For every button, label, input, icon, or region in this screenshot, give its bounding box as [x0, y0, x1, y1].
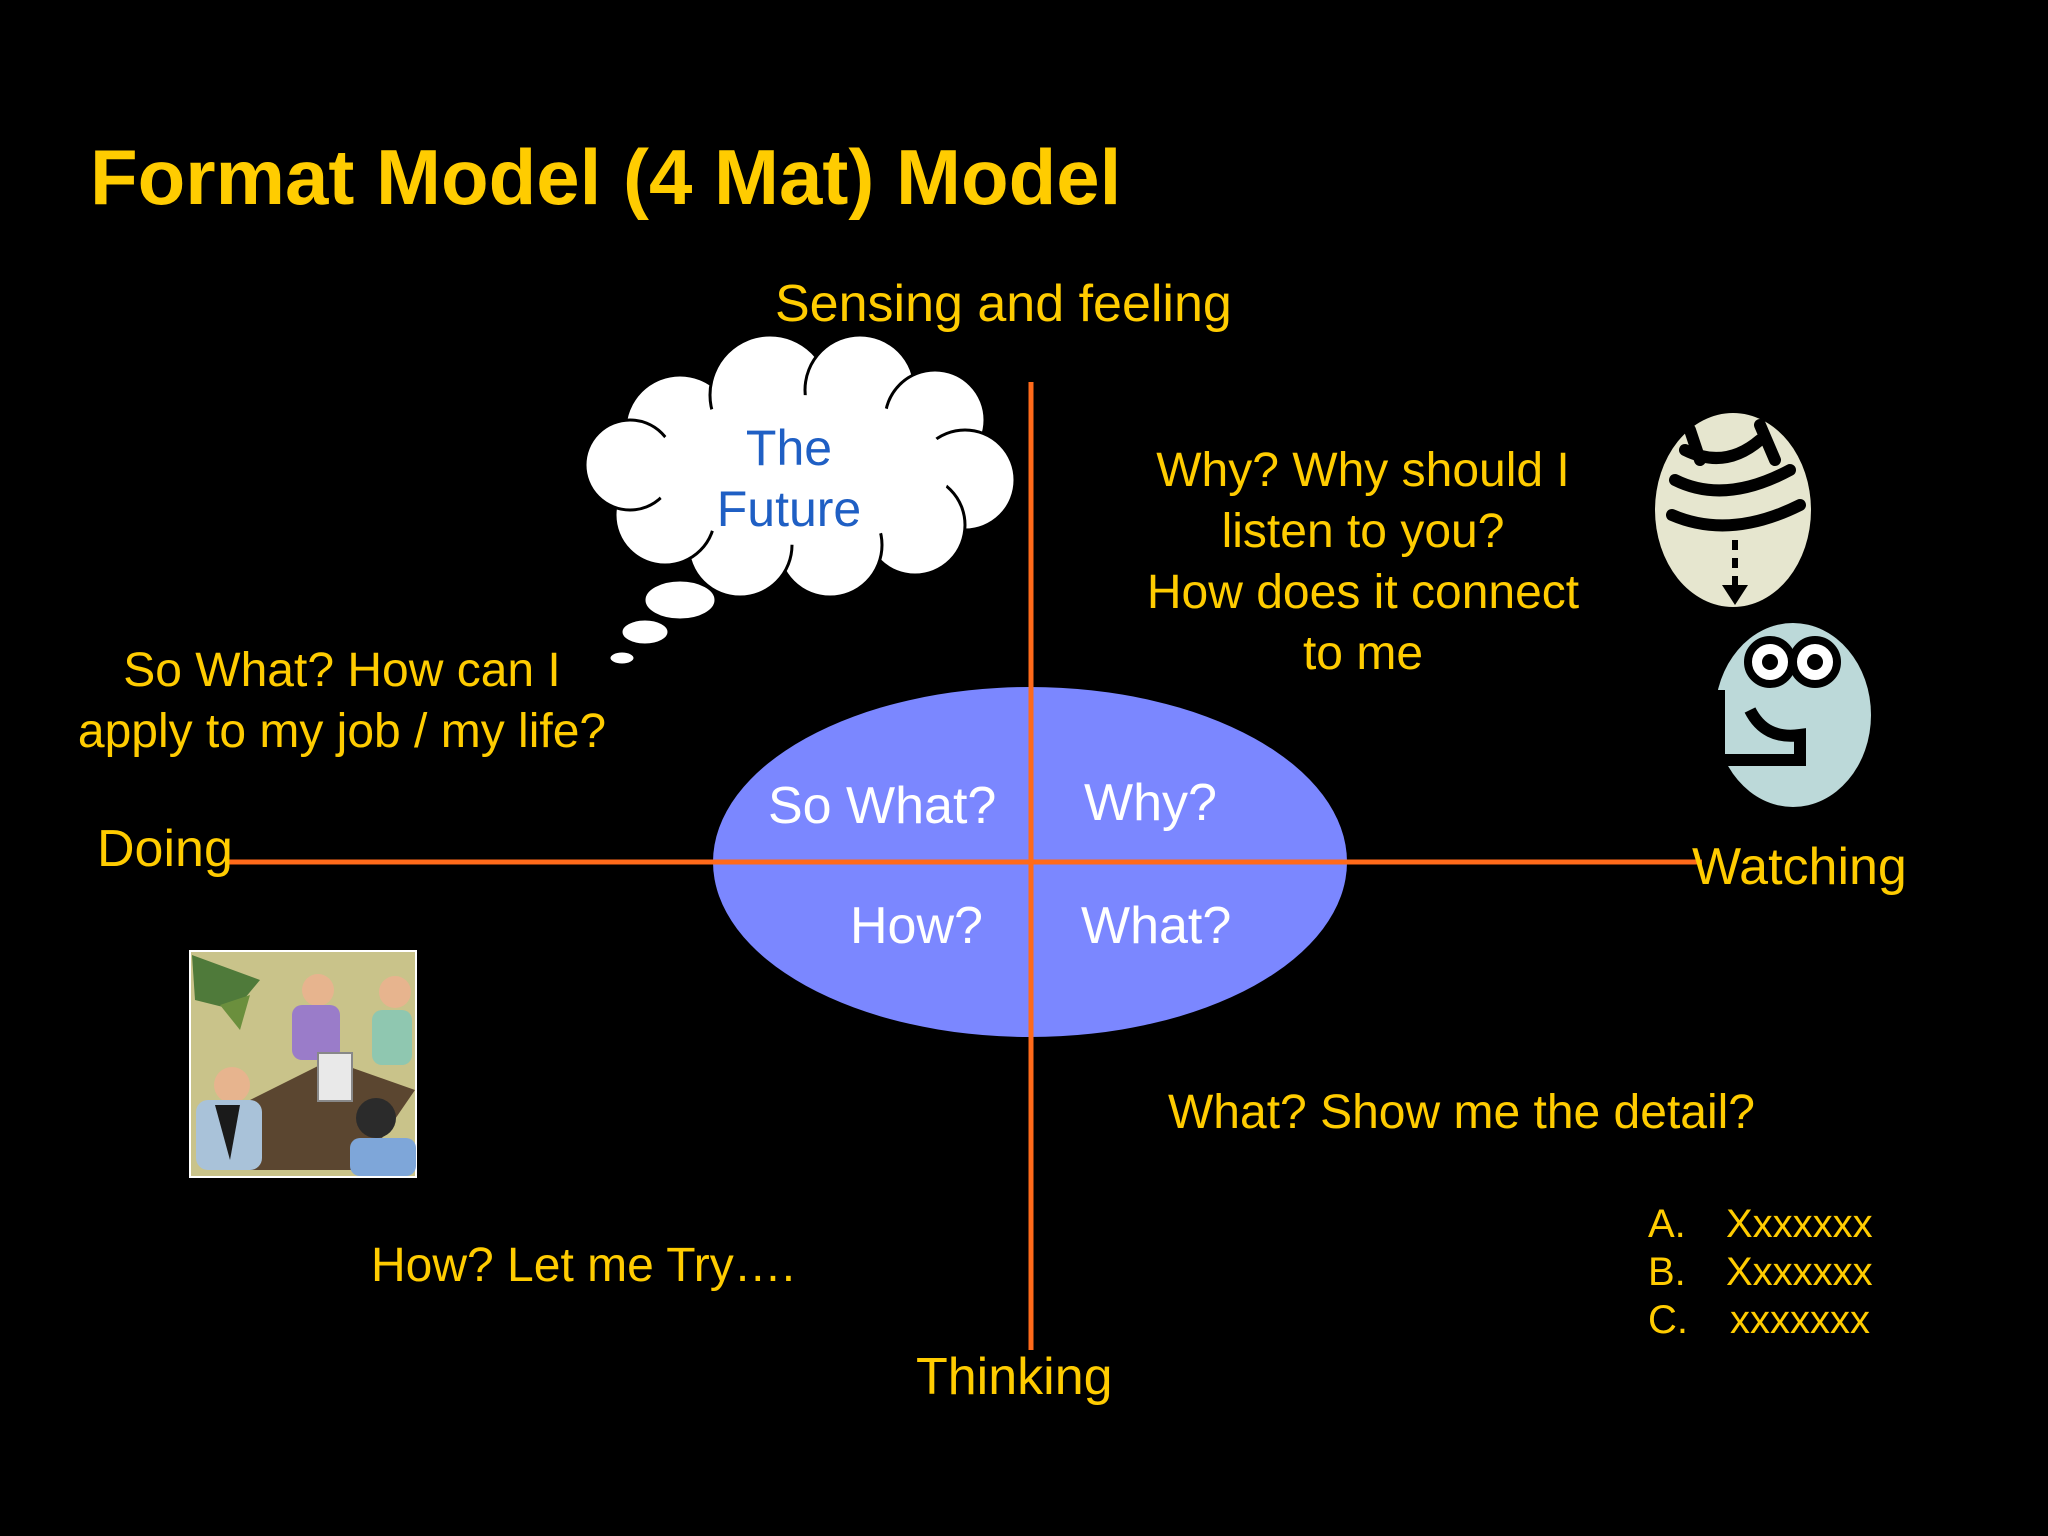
so-what-text-line: So What? How can I	[123, 644, 561, 697]
list-item-text: Xxxxxxx	[1726, 1202, 1873, 1246]
ellipse-label-what: What?	[1081, 897, 1232, 955]
watching-head-icon	[1655, 413, 1871, 807]
why-text-line: to me	[1302, 627, 1424, 680]
list-item-letter: A.	[1648, 1202, 1686, 1246]
axis-label-right: Watching	[1692, 838, 1907, 896]
why-quadrant-text: Why? Why should I listen to you? How doe…	[1120, 440, 1606, 684]
axis-label-left: Doing	[97, 820, 233, 878]
cloud-text-line: Future	[716, 481, 862, 537]
list-item-text: Xxxxxxx	[1726, 1250, 1873, 1294]
list-item-letter: B.	[1648, 1250, 1686, 1294]
list-item: B. Xxxxxxx	[1648, 1248, 1873, 1296]
slide-title: Format Model (4 Mat) Model	[90, 133, 1122, 221]
axis-label-bottom: Thinking	[916, 1348, 1113, 1406]
list-item: A. Xxxxxxx	[1648, 1200, 1873, 1248]
what-quadrant-text: What? Show me the detail?	[1168, 1086, 1755, 1139]
so-what-quadrant-text: So What? How can I apply to my job / my …	[40, 640, 644, 762]
so-what-text-line: apply to my job / my life?	[77, 705, 607, 758]
cloud-text-line: The	[745, 420, 833, 476]
detail-list: A. Xxxxxxx B. Xxxxxxx C. xxxxxxx	[1648, 1200, 1873, 1344]
meeting-people-icon	[189, 950, 417, 1178]
why-text-line: How does it connect	[1146, 566, 1580, 619]
list-item-text: xxxxxxx	[1730, 1298, 1870, 1342]
ellipse-label-why: Why?	[1084, 774, 1217, 832]
axis-label-top: Sensing and feeling	[775, 275, 1232, 333]
ellipse-label-how: How?	[850, 897, 983, 955]
how-quadrant-text: How? Let me Try….	[371, 1239, 796, 1292]
list-item-letter: C.	[1648, 1298, 1688, 1342]
thought-cloud-icon	[583, 333, 1017, 667]
list-item: C. xxxxxxx	[1648, 1296, 1873, 1344]
ellipse-label-so-what: So What?	[768, 777, 997, 835]
cloud-text: The Future	[680, 418, 898, 540]
why-text-line: listen to you?	[1221, 505, 1505, 558]
why-text-line: Why? Why should I	[1156, 444, 1570, 497]
